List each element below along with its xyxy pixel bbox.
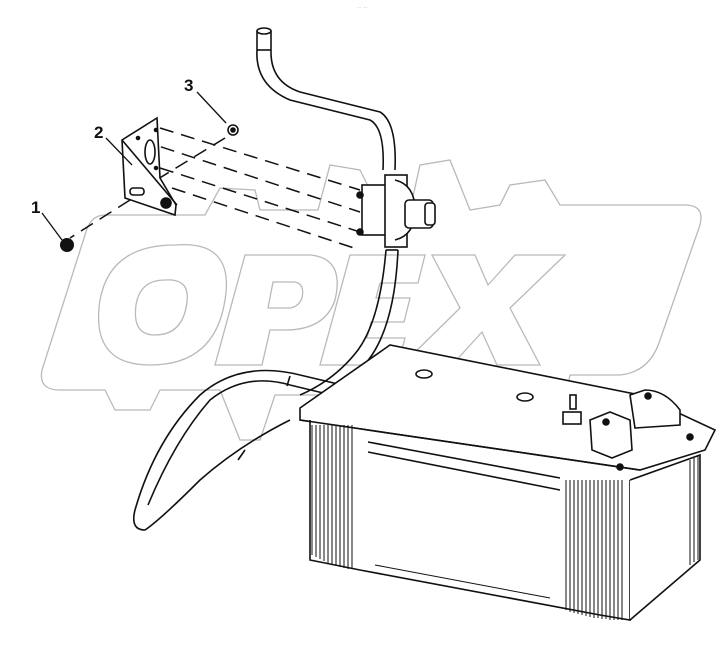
figure-id-label: ... ... <box>357 4 369 9</box>
callout-1: 1 <box>31 198 41 217</box>
watermark-opex <box>98 243 567 366</box>
callout-2: 2 <box>94 123 104 142</box>
alignment-lines <box>69 127 361 251</box>
callout-3: 3 <box>184 76 194 95</box>
leader-lines <box>41 91 227 241</box>
battery-disconnect-switch <box>356 174 436 248</box>
battery <box>299 344 717 621</box>
cap <box>60 238 74 252</box>
mounting-bracket <box>121 116 178 217</box>
bolt <box>227 124 239 136</box>
watermark-gear <box>40 159 702 446</box>
